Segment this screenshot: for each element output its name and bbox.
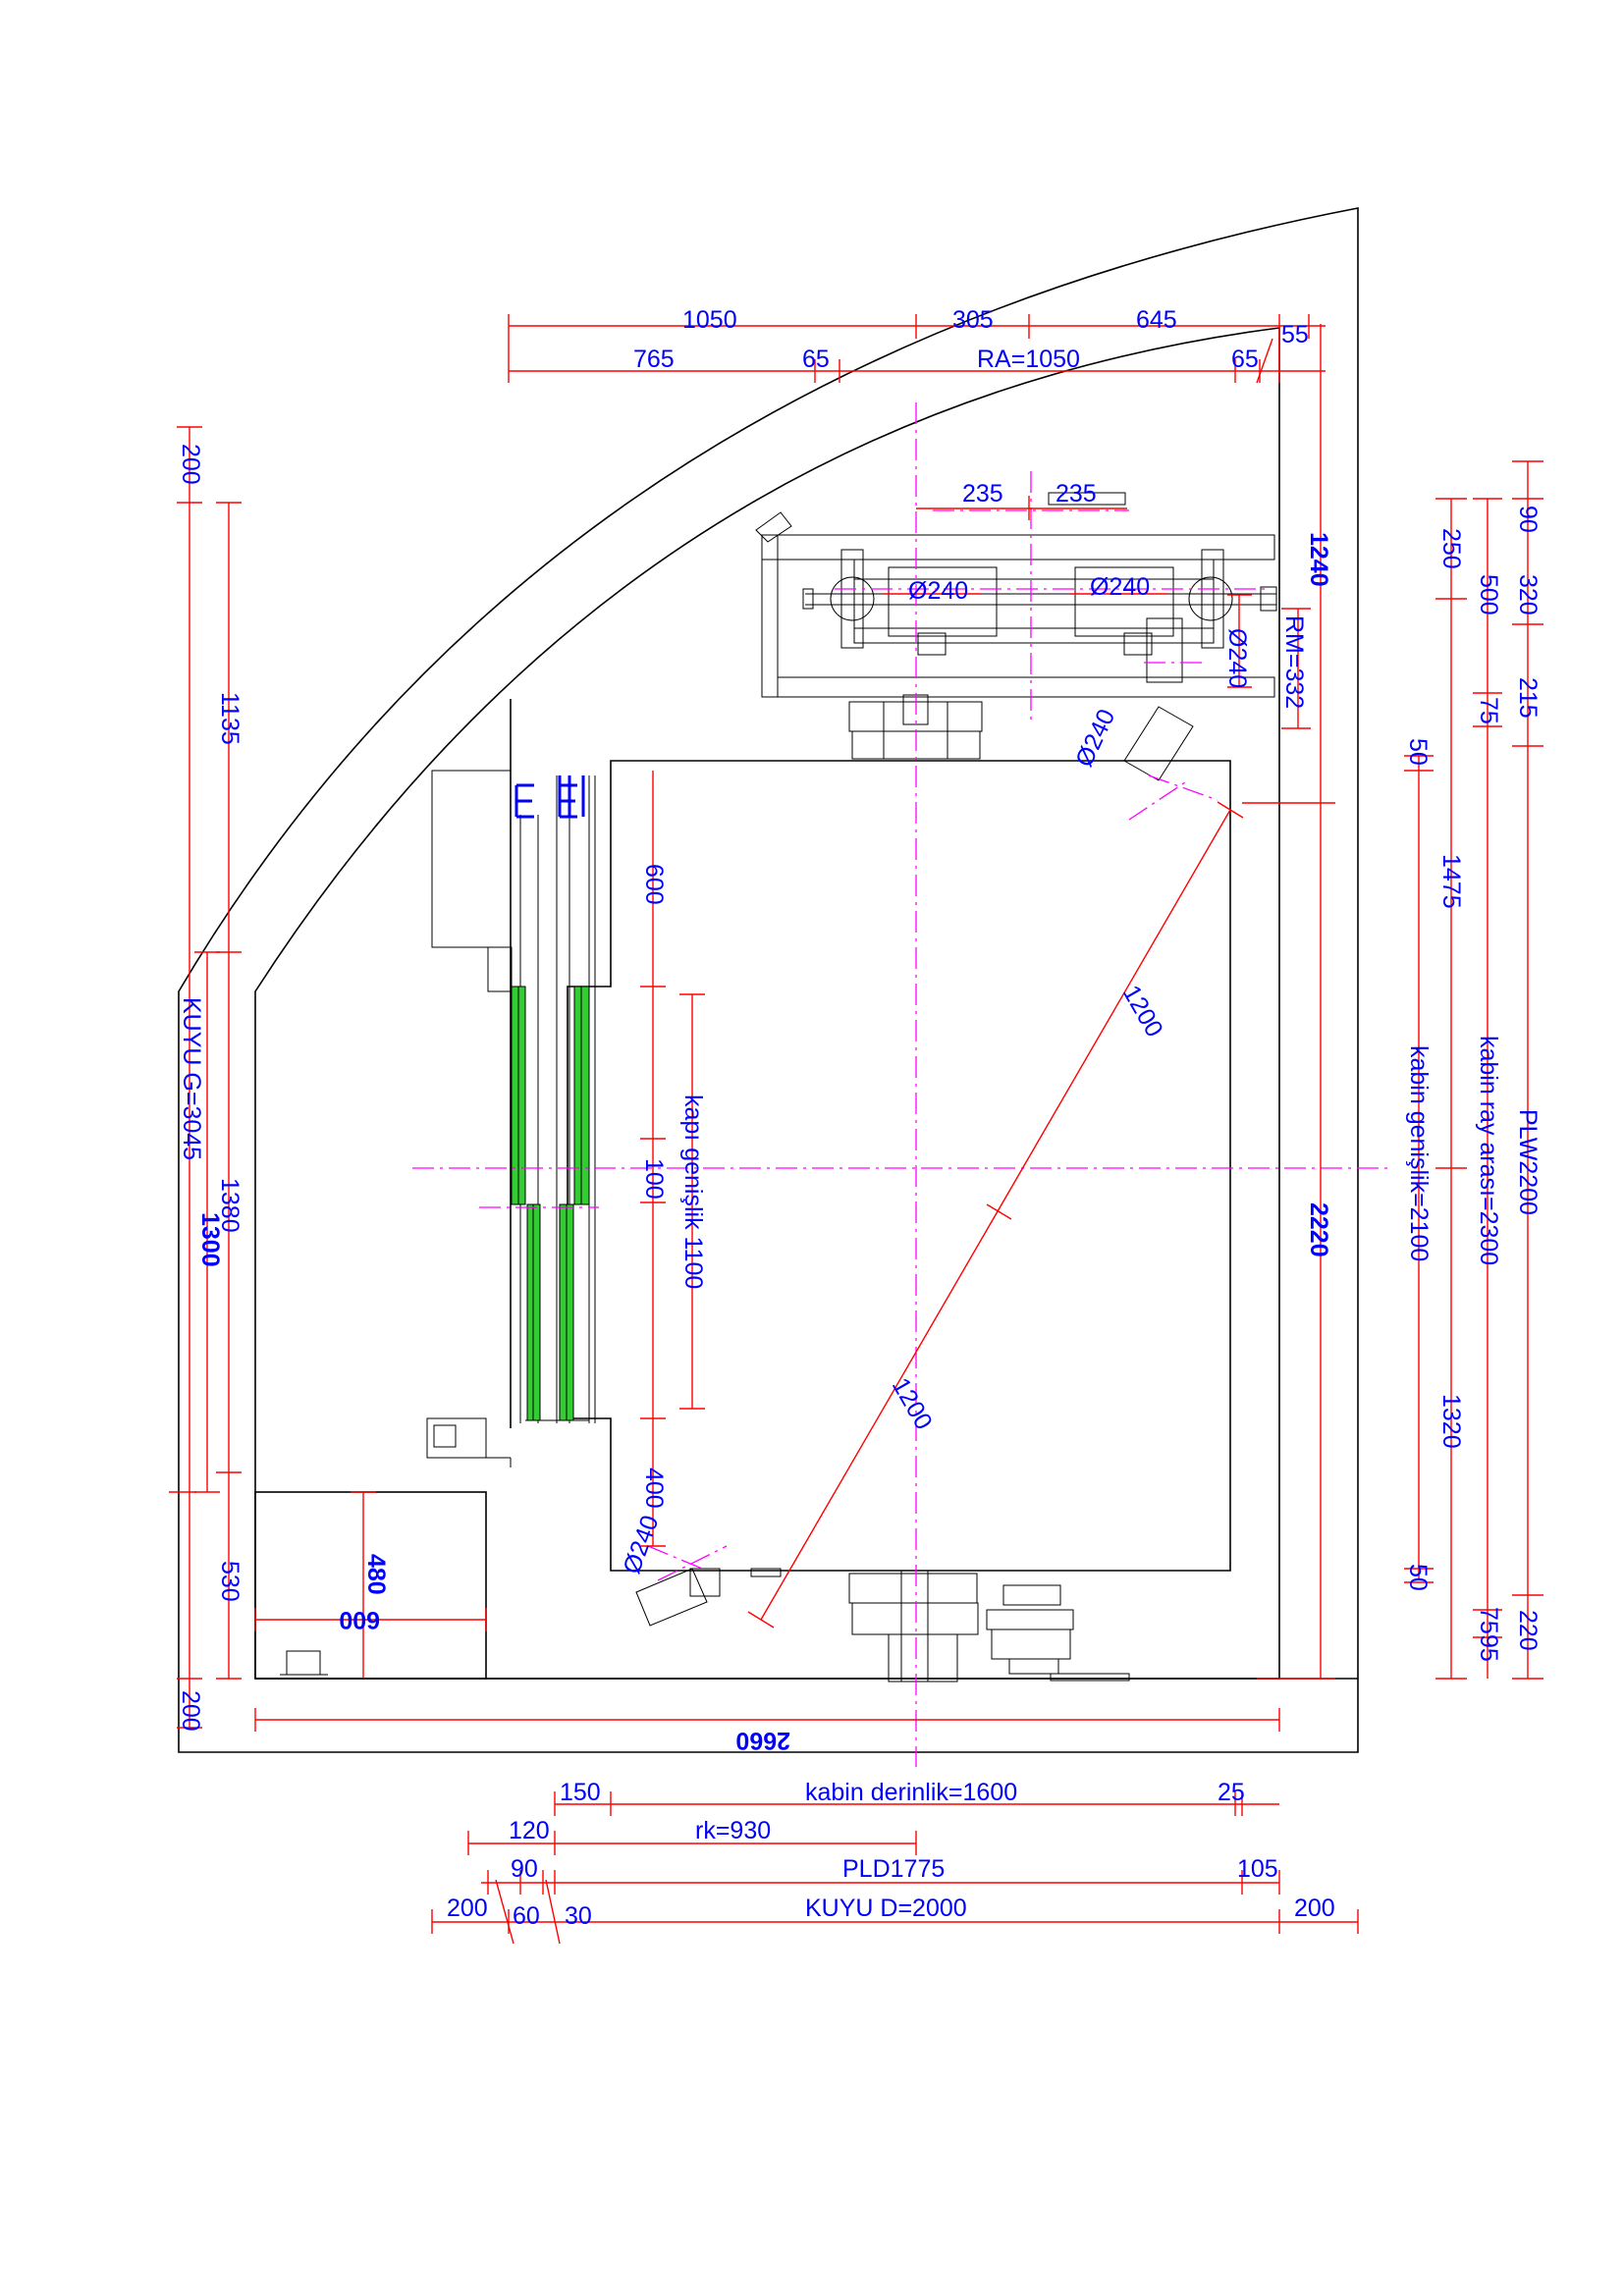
dim-1240: 1240 — [1305, 532, 1332, 587]
dim-25: 25 — [1218, 1779, 1245, 1806]
dim-50-bottom: 50 — [1404, 1564, 1432, 1591]
dim-1475: 1475 — [1437, 854, 1465, 909]
landing-door — [426, 699, 596, 1468]
dim-120: 120 — [509, 1817, 550, 1844]
dim-100: 100 — [640, 1158, 668, 1200]
ra-label: RA=1050 — [977, 346, 1080, 373]
sheave-left-dia: Ø240 — [908, 577, 968, 605]
kapi-genislik-label: kapı genişlik 1100 — [679, 1095, 707, 1289]
pulley-bottom-dia: Ø240 — [618, 1512, 664, 1577]
dim-1380: 1380 — [216, 1178, 244, 1233]
dim-220: 220 — [1514, 1610, 1542, 1651]
dim-480: 480 — [362, 1554, 390, 1595]
dim-1300: 1300 — [196, 1212, 224, 1267]
rm-label: RM=332 — [1280, 615, 1308, 709]
rk-label: rk=930 — [695, 1817, 771, 1844]
kabin-ray-arasi-label: kabin ray arası=2300 — [1475, 1036, 1502, 1265]
dim-645: 645 — [1136, 306, 1177, 334]
dim-200-left: 200 — [447, 1895, 488, 1922]
dim-1050: 1050 — [682, 306, 737, 334]
dim-600: 600 — [640, 864, 668, 905]
dim-305: 305 — [952, 306, 994, 334]
dim-530: 530 — [216, 1561, 244, 1602]
dim-105: 105 — [1237, 1855, 1278, 1883]
dimension-lines — [169, 314, 1543, 1945]
dim-75-bottom: 75 — [1475, 1607, 1502, 1634]
cabin-outline — [567, 760, 1231, 1572]
dim-1135: 1135 — [216, 692, 244, 745]
dim-65-right: 65 — [1231, 346, 1259, 373]
dim-200-right: 200 — [1294, 1895, 1335, 1922]
dim-55: 55 — [1281, 321, 1309, 348]
sheave-right-dia: Ø240 — [1090, 573, 1150, 601]
dim-235-right: 235 — [1056, 480, 1097, 507]
dim-65-left: 65 — [802, 346, 830, 373]
dim-95: 95 — [1475, 1634, 1502, 1662]
machine-frame — [635, 492, 1277, 1682]
pulley-right-dia: Ø240 — [1223, 628, 1251, 688]
dim-200-bottom: 200 — [177, 1690, 204, 1732]
dim-90: 90 — [1514, 506, 1542, 533]
dim-2220: 2220 — [1305, 1202, 1332, 1257]
kabin-genislik-label: kabin genişlik=2100 — [1405, 1045, 1433, 1261]
shaft-outline — [178, 207, 1359, 1753]
dim-60: 60 — [513, 1902, 540, 1930]
kuyu-g-label: KUYU G=3045 — [178, 997, 205, 1160]
dim-1320: 1320 — [1437, 1394, 1465, 1449]
diagonal-top: 1200 — [1117, 981, 1168, 1041]
dim-500: 500 — [1475, 574, 1502, 615]
diagonal-bottom: 1200 — [887, 1373, 938, 1434]
dimension-labels: 1050 305 645 55 765 65 RA=1050 65 235 23… — [177, 306, 1542, 1930]
kabin-derinlik-label: kabin derinlik=1600 — [805, 1779, 1017, 1806]
dim-30: 30 — [565, 1902, 592, 1930]
centre-lines — [412, 402, 1389, 1767]
dim-320: 320 — [1514, 574, 1542, 615]
dim-90-bottom: 90 — [511, 1855, 538, 1883]
dim-150: 150 — [560, 1779, 601, 1806]
dim-200-top: 200 — [177, 444, 204, 485]
dim-600-box: 600 — [339, 1606, 380, 1633]
dim-215: 215 — [1514, 677, 1542, 719]
dim-75-top: 75 — [1475, 697, 1502, 724]
plw-label: PLW2200 — [1514, 1109, 1542, 1215]
dim-765: 765 — [633, 346, 675, 373]
kuyu-d-label: KUYU D=2000 — [805, 1895, 967, 1922]
dim-2660: 2660 — [735, 1727, 790, 1754]
dim-50-top: 50 — [1404, 738, 1432, 766]
pld-label: PLD1775 — [842, 1855, 945, 1883]
dim-250: 250 — [1437, 528, 1465, 569]
dim-400: 400 — [640, 1468, 668, 1509]
dim-235-left: 235 — [962, 480, 1003, 507]
